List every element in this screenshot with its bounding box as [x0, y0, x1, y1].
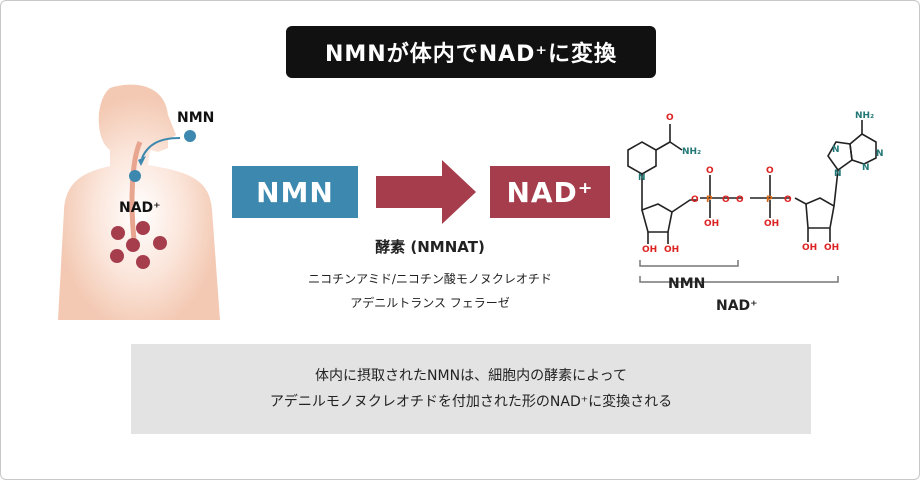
svg-text:O: O [784, 195, 792, 205]
nad-molecules [110, 221, 167, 269]
svg-text:N: N [876, 149, 884, 159]
enzyme-line2: アデニルトランス フェラーゼ [350, 296, 510, 310]
nad-box: NAD⁺ [490, 166, 610, 218]
enzyme-name: 酵素 (NMNAT) [375, 238, 485, 256]
esophagus [129, 140, 143, 241]
svg-text:N: N [832, 145, 840, 155]
svg-text:NH₂: NH₂ [682, 147, 701, 157]
svg-text:O: O [666, 113, 674, 123]
body-silhouette [58, 84, 220, 320]
nmn-dot [184, 130, 196, 142]
svg-text:P: P [766, 195, 773, 205]
caption-box: 体内に摂取されたNMNは、細胞内の酵素によって アデニルモノヌクレオチドを付加さ… [131, 344, 811, 434]
svg-text:OH: OH [704, 219, 719, 229]
arrow-icon [141, 137, 181, 159]
bracket-label-nad: NAD⁺ [716, 298, 758, 314]
nmn-box: NMN [232, 166, 358, 218]
svg-text:OH: OH [824, 243, 839, 253]
nmn-dot-throat [129, 170, 141, 182]
svg-text:OH: OH [664, 245, 679, 255]
svg-text:OH: OH [802, 243, 817, 253]
human-body-illustration: NMN NAD⁺ [58, 84, 220, 320]
svg-text:P: P [706, 195, 713, 205]
svg-text:O: O [736, 195, 744, 205]
diagram-title: NMNが体内でNAD⁺に変換 [286, 26, 656, 78]
svg-text:OH: OH [642, 245, 657, 255]
body-label-nad: NAD⁺ [119, 200, 161, 216]
svg-text:NH₂: NH₂ [855, 111, 874, 121]
svg-text:OH: OH [764, 219, 779, 229]
svg-text:O: O [706, 166, 714, 176]
svg-text:O: O [766, 166, 774, 176]
svg-text:N: N [862, 163, 870, 173]
enzyme-line1: ニコチンアミド/ニコチン酸モノヌクレオチド [308, 272, 552, 286]
caption-line2: アデニルモノヌクレオチドを付加された形のNAD⁺に変換される [269, 394, 673, 410]
svg-text:N: N [834, 169, 842, 179]
conversion-arrow [376, 160, 476, 224]
body-label-nmn: NMN [177, 110, 214, 126]
caption-line1: 体内に摂取されたNMNは、細胞内の酵素によって [315, 368, 627, 384]
svg-text:O: O [722, 195, 730, 205]
bracket-label-nmn: NMN [668, 276, 705, 292]
svg-text:N: N [638, 173, 646, 183]
svg-text:O: O [691, 195, 699, 205]
